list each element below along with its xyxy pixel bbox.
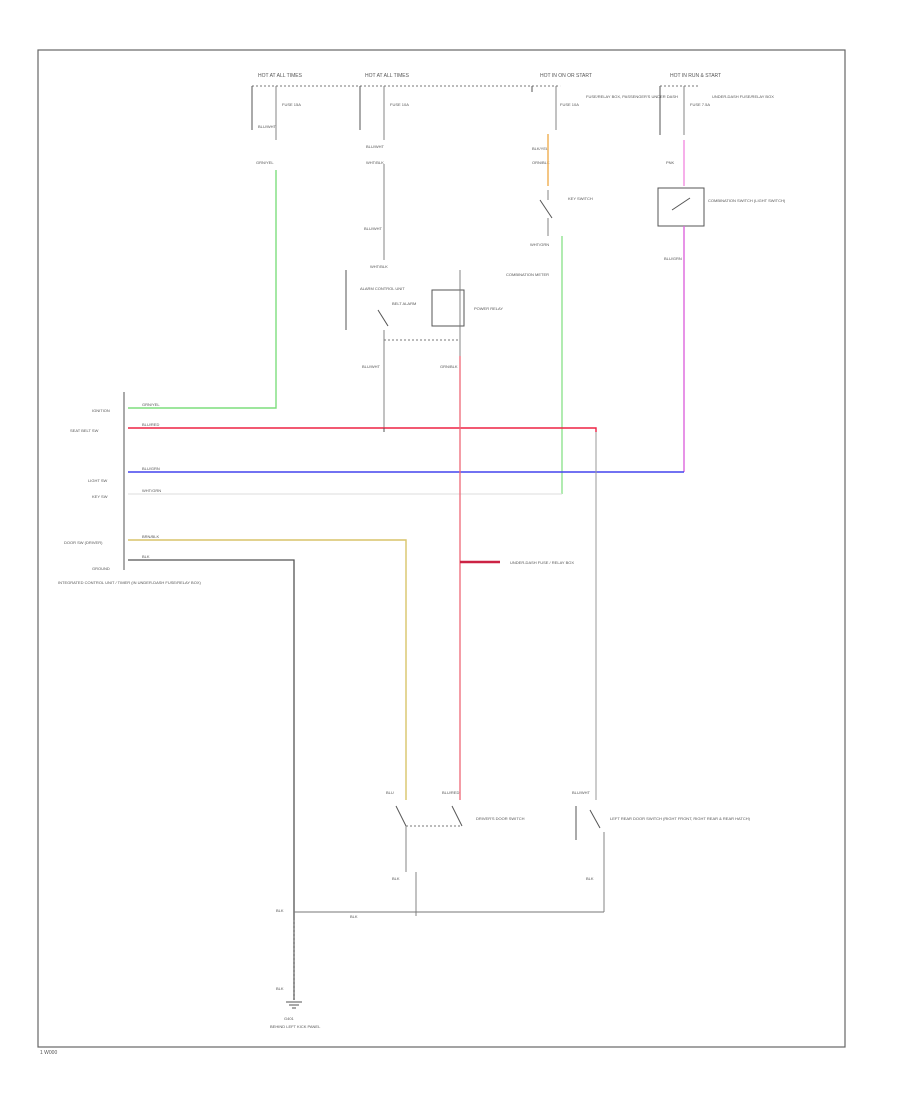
- wire-gray-ground: [128, 559, 295, 1000]
- source-3-wire: BLK/YEL: [532, 146, 549, 151]
- connector-label-ground: GROUND: [92, 566, 110, 571]
- door-wire-2: BLU: [386, 790, 394, 795]
- relay-in-wire: BLU/WHT: [364, 226, 383, 231]
- driver-door-switch-a: BLU: [386, 790, 407, 872]
- door-wire-1: BLU/WHT: [362, 364, 381, 369]
- timer-module-label: INTEGRATED CONTROL UNIT / TIMER (IN UNDE…: [58, 580, 201, 585]
- combination-switch-wire: BLU/GRN: [664, 256, 682, 261]
- source-1: HOT AT ALL TIMES FUSE 15A BLU/WHT GRN/YE…: [251, 73, 303, 165]
- footer-code: 1 W000: [40, 1050, 57, 1056]
- power-wire: GRN/BLK: [440, 364, 458, 369]
- source-1-title: HOT AT ALL TIMES: [258, 73, 303, 79]
- source-2: HOT AT ALL TIMES FUSE 10A BLU/WHT WHT/BL…: [359, 73, 410, 165]
- wire-green-ignition: [128, 170, 277, 409]
- source-3-fuse: FUSE 10A: [560, 102, 579, 107]
- door-wire-3: BLU/RED: [442, 790, 459, 795]
- combination-switch-label: COMBINATION SWITCH (LIGHT SWITCH): [708, 198, 786, 203]
- inner-module-label: ALARM CONTROL UNIT: [360, 286, 405, 291]
- ground-bus-wire-mid: BLK: [350, 914, 358, 919]
- wire-label-light: BLU/GRN: [142, 466, 160, 471]
- connector-label-light: LIGHT SW: [88, 478, 107, 483]
- source-2-color: WHT/BLK: [366, 160, 384, 165]
- source-3: HOT IN ON OR START FUSE 10A FUSE/RELAY B…: [531, 73, 678, 165]
- source-2-fuse: FUSE 10A: [390, 102, 409, 107]
- source-4-color: PNK: [666, 160, 675, 165]
- wire-label-seatbelt: BLU/RED: [142, 422, 159, 427]
- source-4: HOT IN RUN & START FUSE 7.5A UNDER-DASH …: [659, 73, 774, 165]
- source-1-color: GRN/YEL: [256, 160, 274, 165]
- wire-label-door: BRN/BLK: [142, 534, 159, 539]
- door-wire-4: BLU/WHT: [572, 790, 591, 795]
- driver-switch-label: DRIVER'S DOOR SWITCH: [476, 816, 525, 821]
- ground-bus-wire-right: BLK: [586, 876, 594, 881]
- ground-bus-wire-left: BLK: [392, 876, 400, 881]
- source-1-fuse: FUSE 15A: [282, 102, 301, 107]
- wire-red-seatbelt: [128, 427, 597, 432]
- ground-point: BLK G401 BEHIND LEFT KICK PANEL: [270, 920, 321, 1029]
- connector-label-seatbelt: SEAT BELT SW: [70, 428, 99, 433]
- wire-label-keysw: WHT/GRN: [142, 488, 161, 493]
- ground-label: G401: [284, 1016, 295, 1021]
- ground-wire-bottom: BLK: [276, 986, 284, 991]
- passenger-door-switch: BLU/WHT LEFT REAR DOOR SWITCH (RIGHT FRO…: [572, 790, 751, 912]
- belt-alarm-relay: BLU/WHT WHT/BLK ALARM CONTROL UNIT BELT …: [345, 164, 416, 432]
- diagram-frame: [37, 49, 846, 1048]
- source-4-title: HOT IN RUN & START: [670, 73, 721, 79]
- fuse-note-1: FUSE/RELAY BOX, PASSENGER'S UNDER DASH: [586, 94, 678, 99]
- source-2-wire: BLU/WHT: [366, 144, 385, 149]
- top-sources: HOT AT ALL TIMES FUSE 15A BLU/WHT GRN/YE…: [251, 73, 774, 165]
- junction-note: UNDER-DASH FUSE / RELAY BOX: [510, 560, 574, 565]
- wire-label-ignition: GRN/YEL: [142, 402, 160, 407]
- wire-yellow-door: [128, 539, 407, 800]
- source-2-title: HOT AT ALL TIMES: [365, 73, 410, 79]
- source-4-fuse: FUSE 7.5A: [690, 102, 710, 107]
- power-relay-label: POWER RELAY: [474, 306, 503, 311]
- source-3-title: HOT IN ON OR START: [540, 73, 592, 79]
- relay-out-wire: WHT/BLK: [370, 264, 388, 269]
- relay-label: BELT ALARM: [392, 301, 416, 306]
- power-relay: POWER RELAY GRN/BLK: [384, 270, 503, 369]
- colored-wires: GRN/YEL WHT/GRN BLU/GRN BLU/RED UNDER-DA…: [128, 134, 685, 1000]
- key-switch: KEY SWITCH WHT/GRN COMBINATION METER: [506, 190, 593, 277]
- door-switches: BLU BLU/RED DRIVER'S DOOR SWITCH BLU/WHT…: [276, 790, 751, 919]
- key-switch-label: KEY SWITCH: [568, 196, 593, 201]
- combination-switch: COMBINATION SWITCH (LIGHT SWITCH) BLU/GR…: [657, 187, 786, 261]
- fuse-note-2: UNDER-DASH FUSE/RELAY BOX: [712, 94, 774, 99]
- ground-location: BEHIND LEFT KICK PANEL: [270, 1024, 321, 1029]
- passenger-switch-label: LEFT REAR DOOR SWITCH (RIGHT FRONT, RIGH…: [610, 816, 751, 821]
- connector-label-key: KEY SW: [92, 494, 108, 499]
- combination-meter-label: COMBINATION METER: [506, 272, 549, 277]
- connector-label-door: DOOR SW (DRIVER): [64, 540, 103, 545]
- connector-label-ignition: IGNITION: [92, 408, 110, 413]
- key-switch-wire: WHT/GRN: [530, 242, 549, 247]
- timer-module: IGNITION SEAT BELT SW LIGHT SW KEY SW DO…: [58, 392, 201, 585]
- source-3-color: ORN/BLK: [532, 160, 550, 165]
- driver-door-switch-b: BLU/RED DRIVER'S DOOR SWITCH: [406, 790, 525, 827]
- source-1-wire: BLU/WHT: [258, 124, 277, 129]
- ground-wire-label: BLK: [276, 908, 284, 913]
- wire-label-ground: BLK: [142, 554, 150, 559]
